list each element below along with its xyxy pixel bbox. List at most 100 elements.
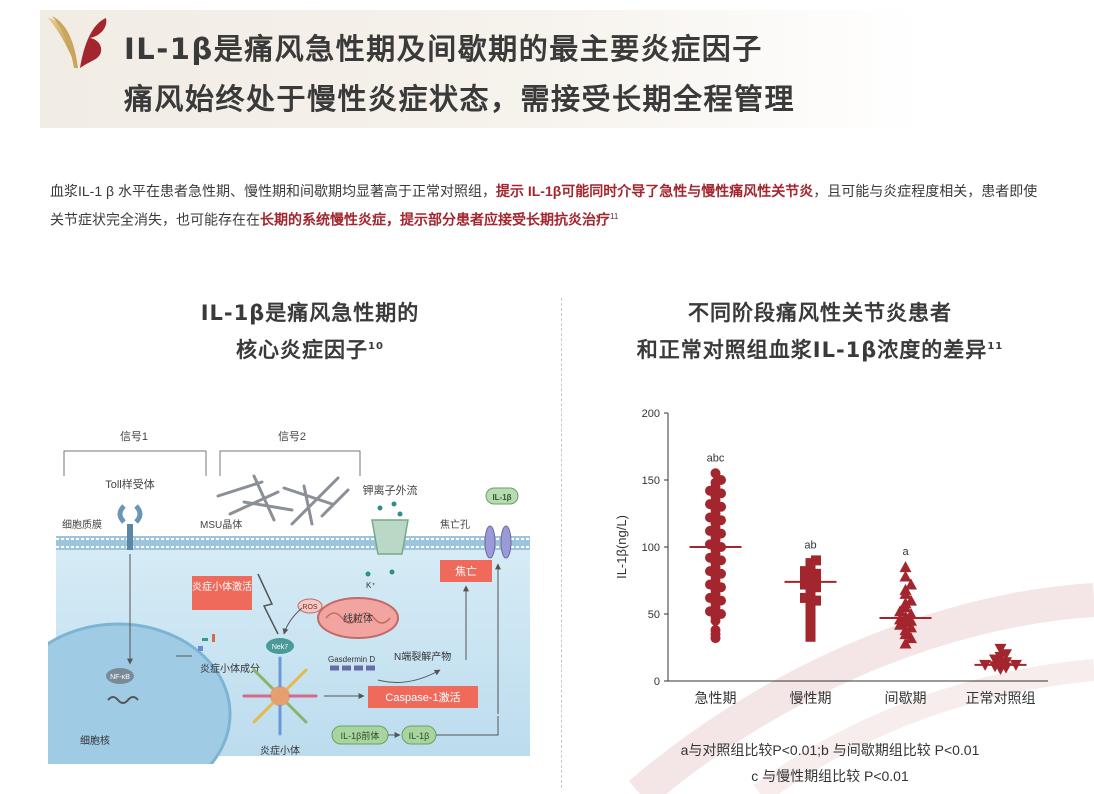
x-category-label: 间歇期 [885, 690, 927, 706]
data-point [894, 605, 906, 617]
pro-il1b-label: IL-1β前体 [341, 730, 380, 741]
significance-note-2: c 与慢性期组比较 P<0.01 [751, 768, 909, 784]
data-point [905, 632, 917, 644]
data-point [800, 579, 810, 590]
mechanism-diagram: 信号1 信号2 细胞核 NF-κB Toll样受体 细胞质膜 MSU晶体 钾离子… [48, 430, 530, 764]
left-title-line-2: 核心炎症因子10 [236, 338, 384, 362]
data-point [800, 574, 810, 585]
brand-logo [48, 16, 107, 68]
dna-icon [107, 696, 139, 704]
data-point [800, 592, 810, 603]
k-ion-label: K⁺ [366, 581, 376, 590]
data-point [811, 555, 821, 566]
significance-note-1: a与对照组比较P<0.01;b 与间歇期组比较 P<0.01 [680, 742, 980, 758]
inflammasome-label: 炎症小体 [260, 744, 300, 757]
data-point [1000, 649, 1012, 661]
data-point [716, 488, 726, 499]
nfkb-blob [106, 668, 134, 684]
data-point [716, 515, 726, 526]
intro-highlight-1: 提示 IL-1β可能同时介导了急性与慢性痛风性关节炎 [495, 183, 814, 199]
nfkb-label: NF-κB [110, 674, 130, 681]
nek7-blob [266, 638, 294, 654]
nucleus-label: 细胞核 [80, 734, 110, 747]
y-tick-label: 150 [642, 475, 660, 487]
title-line-1: IL-1β是痛风急性期及间歇期的最主要炎症因子 [124, 32, 763, 66]
data-point [805, 558, 816, 569]
data-point [800, 566, 810, 577]
potassium-channel-icon [365, 501, 409, 577]
title-line-2: 痛风始终处于慢性炎症状态，需接受长期全程管理 [124, 82, 796, 116]
intro-text-2: ，且可能与炎症程度相关，患者即使关节症状完全消失，也可能存在在 [50, 183, 1038, 228]
data-point [905, 608, 917, 619]
data-point [905, 578, 917, 590]
y-tick-label: 0 [654, 676, 660, 688]
right-panel-title: 不同阶段痛风性关节炎患者 和正常对照组血浆IL-1β浓度的差异11 [590, 296, 1050, 367]
data-point [716, 582, 726, 593]
il1b-bottom-label: IL-1β [409, 731, 430, 741]
components-icon [198, 634, 215, 651]
data-point [805, 615, 816, 626]
data-point [805, 609, 816, 619]
data-point [805, 571, 816, 582]
data-point [716, 568, 726, 579]
signal-2-label: 信号2 [278, 430, 306, 443]
pyroptosis-text: 焦亡 [455, 564, 477, 578]
toll-label: Toll样受体 [105, 477, 155, 491]
data-point [716, 528, 726, 539]
ros-label: ROS [302, 604, 318, 611]
il1b-scatter-chart: 050100150200IL-1β(ng/L)急性期慢性期间歇期正常对照组abc… [614, 408, 1048, 706]
il1b-top-label: IL-1β [492, 493, 511, 502]
significance-label: abc [707, 452, 725, 464]
intro-reference: 11 [610, 212, 619, 221]
data-point [716, 595, 726, 606]
intro-highlight-2: 长期的系统慢性炎症，提示部分患者应接受长期抗炎治疗 [260, 211, 610, 228]
right-title-ref: 11 [987, 341, 1004, 352]
pore-label: 焦亡孔 [440, 518, 470, 531]
n-fragment-label: N端裂解产物 [394, 650, 451, 663]
inflammasome-activation-box [192, 576, 252, 610]
y-tick-label: 100 [642, 542, 660, 554]
data-point [710, 468, 721, 479]
inflammasome-icon [242, 656, 318, 736]
data-point [805, 584, 816, 595]
data-point [805, 631, 816, 642]
mitochondria-label: 线粒体 [343, 612, 373, 625]
y-axis-label: IL-1β(ng/L) [614, 515, 629, 579]
il1b-top-badge [485, 487, 519, 505]
data-point [994, 643, 1007, 655]
x-category-label: 正常对照组 [966, 690, 1036, 706]
nucleus [48, 622, 232, 764]
pyroptosis-box [440, 560, 492, 582]
data-point [811, 582, 821, 593]
data-point [905, 594, 917, 606]
nek7-label: Nek7 [272, 644, 288, 651]
toll-receptor-icon [117, 504, 143, 550]
signal-1-label: 信号1 [120, 430, 148, 443]
data-point [905, 614, 917, 626]
data-point [811, 595, 821, 606]
left-title-ref: 10 [368, 341, 384, 352]
caspase-box [368, 686, 478, 708]
activation-text: 炎症小体激活 [192, 580, 252, 593]
x-category-label: 慢性期 [790, 690, 832, 706]
significance-label: ab [804, 539, 816, 551]
intro-text-1: 血浆IL-1 β 水平在患者急性期、慢性期和间歇期均显著高于正常对照组， [50, 183, 496, 199]
signal-zigzag [257, 573, 279, 635]
data-point [716, 555, 726, 566]
membrane-label: 细胞质膜 [62, 518, 102, 531]
data-point [811, 575, 821, 586]
intro-paragraph: 血浆IL-1 β 水平在患者急性期、慢性期和间歇期均显著高于正常对照组，提示 I… [50, 178, 1050, 233]
x-category-label: 急性期 [695, 690, 737, 706]
pyroptosis-pore-icon [484, 525, 512, 559]
right-title-line-2: 和正常对照组血浆IL-1β浓度的差异11 [636, 338, 1004, 362]
data-point [899, 561, 912, 573]
msu-crystals-icon [216, 474, 350, 526]
data-point [805, 622, 816, 633]
data-point [811, 568, 821, 579]
data-point [805, 598, 816, 609]
data-point [1000, 657, 1012, 669]
y-tick-label: 50 [648, 609, 660, 621]
header-band [40, 10, 920, 128]
k-efflux-label: 钾离子外流 [363, 483, 418, 497]
panel-divider [561, 298, 562, 788]
